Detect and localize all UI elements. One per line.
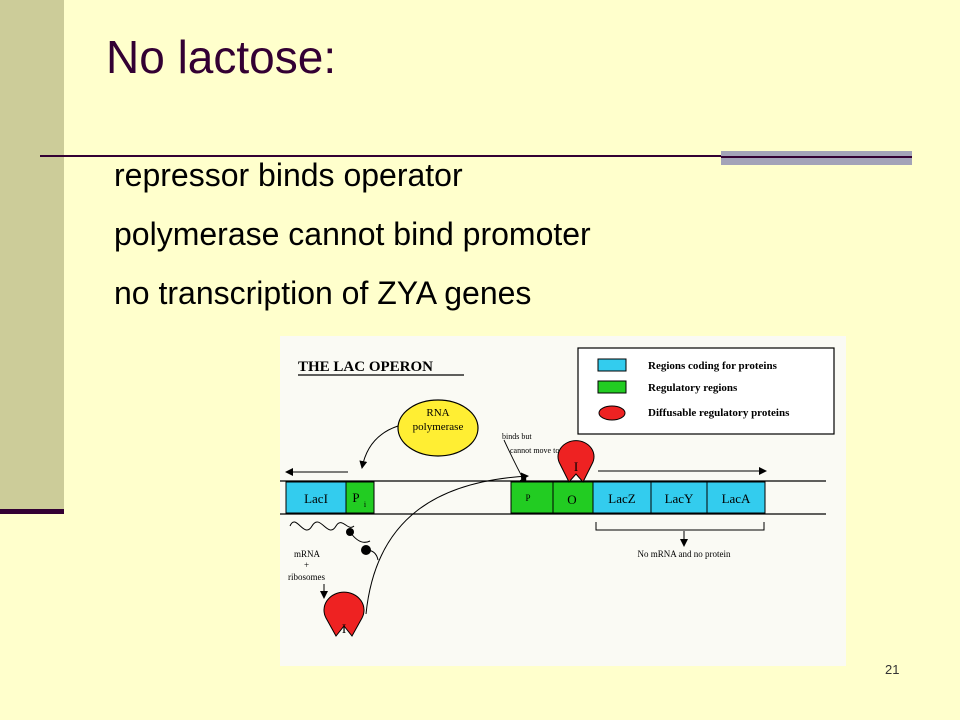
polypeptide-chain (349, 531, 379, 561)
repressor-binding-arrow (365, 472, 529, 615)
gene-lacy (650, 481, 708, 514)
region-promoter (510, 481, 554, 514)
legend-coding-swatch (597, 358, 627, 372)
region-promoter-i-subscript: i (364, 500, 367, 509)
title-divider-accent (721, 151, 912, 165)
legend-coding-label: Regions coding for proteins (648, 360, 778, 372)
lac-operon-diagram: THE LAC OPERON Regions coding for protei… (280, 347, 835, 637)
sidebar-foot-accent (0, 509, 64, 514)
region-promoter-i-label: P (352, 490, 359, 505)
free-repressor (323, 591, 365, 637)
region-operator-label: O (567, 492, 576, 507)
gene-lacy-label: LacY (665, 491, 694, 506)
legend-regulatory-swatch (597, 380, 627, 394)
bound-repressor-label: I (574, 459, 578, 474)
lac-operon-figure: THE LAC OPERON Regions coding for protei… (280, 336, 846, 666)
mrna-wave (289, 521, 355, 531)
bullet-item: repressor binds operator (114, 157, 463, 193)
mrna-note-line3: ribosomes (288, 572, 325, 582)
bullet-item: no transcription of ZYA genes (114, 275, 532, 311)
polymerase-arrow (359, 425, 399, 469)
annotation-line2: cannot move to transcribe (510, 446, 593, 455)
gene-lacz (592, 481, 652, 514)
no-product-note: No mRNA and no protein (638, 549, 731, 559)
legend-protein-label: Diffusable regulatory proteins (648, 407, 790, 419)
title-divider (40, 155, 912, 157)
mrna-note-line1: mRNA (294, 549, 321, 559)
bound-repressor (557, 440, 595, 483)
annotation-line1: binds but (502, 432, 532, 441)
title-divider-accent-line (721, 156, 912, 158)
rna-polymerase-shape (397, 399, 479, 457)
bullet-list: repressor binds operator polymerase cann… (114, 152, 591, 329)
gene-laci-label: LacI (304, 491, 328, 506)
slide-title: No lactose: (106, 31, 337, 83)
polymerase-label-line2: polymerase (413, 421, 464, 433)
gene-laca (706, 481, 766, 514)
diagram-title: THE LAC OPERON (298, 359, 433, 375)
legend-regulatory-label: Regulatory regions (648, 382, 738, 394)
bullet-item: polymerase cannot bind promoter (114, 216, 591, 252)
legend: Regions coding for proteins Regulatory r… (577, 347, 835, 435)
zya-bracket (595, 522, 765, 531)
mrna-note-line2: + (304, 560, 309, 570)
gene-lacz-label: LacZ (608, 491, 635, 506)
gene-laca-label: LacA (722, 491, 751, 506)
region-promoter-label: P (525, 493, 530, 503)
region-operator (552, 481, 594, 514)
region-promoter-i (345, 481, 375, 514)
slide-number: 21 (885, 662, 900, 677)
polymerase-label-line1: RNA (426, 407, 449, 419)
legend-protein-swatch (598, 405, 626, 421)
free-repressor-label: I (342, 621, 346, 636)
sidebar-accent (0, 0, 64, 512)
